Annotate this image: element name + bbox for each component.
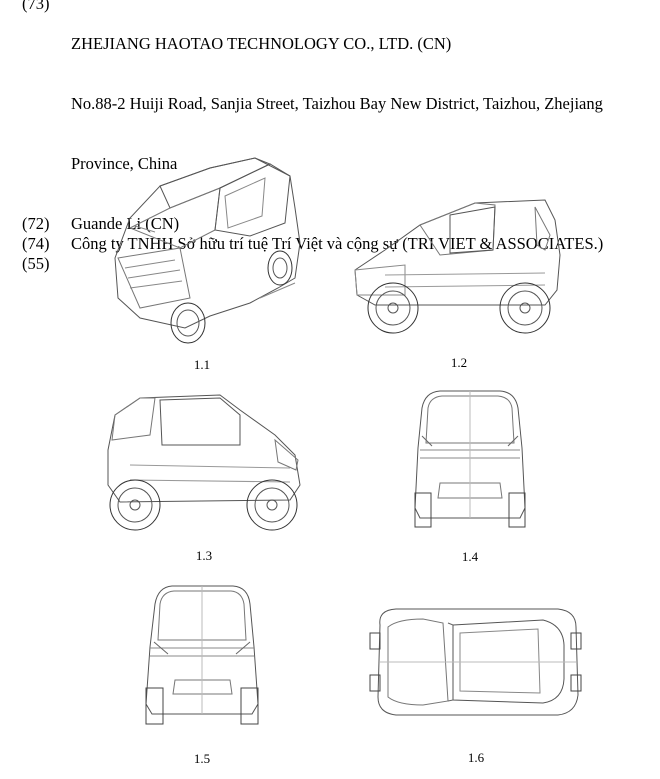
figure-caption: 1.4 xyxy=(461,549,479,564)
applicant-name: ZHEJIANG HAOTAO TECHNOLOGY CO., LTD. (CN… xyxy=(71,34,452,53)
field-code: (72) xyxy=(22,214,50,233)
figure-1-5-drawing xyxy=(140,582,265,732)
applicant-address-line: Province, China xyxy=(71,154,178,173)
figure-1-3-drawing xyxy=(100,390,305,535)
figure-caption: 1.5 xyxy=(193,751,211,766)
figure-caption: 1.6 xyxy=(467,750,485,765)
bibliographic-data: (73) ZHEJIANG HAOTAO TECHNOLOGY CO., LTD… xyxy=(22,0,652,274)
figure-caption: 1.1 xyxy=(193,357,211,372)
figure-caption: 1.3 xyxy=(195,548,213,563)
figure-1-6-drawing xyxy=(368,605,583,720)
field-55: (55) xyxy=(22,254,652,274)
field-73: (73) ZHEJIANG HAOTAO TECHNOLOGY CO., LTD… xyxy=(22,0,652,214)
field-code: (74) xyxy=(22,234,50,253)
figure-1-1-drawing xyxy=(100,148,305,348)
applicant-address-line: No.88-2 Huiji Road, Sanjia Street, Taizh… xyxy=(71,94,603,113)
figure-1-2-drawing xyxy=(345,195,570,340)
figure-1-4-drawing xyxy=(410,388,530,533)
field-code: (73) xyxy=(22,0,50,13)
agent-name: Công ty TNHH Sở hữu trí tuệ Trí Việt và … xyxy=(71,234,604,253)
field-74: (74) Công ty TNHH Sở hữu trí tuệ Trí Việ… xyxy=(22,234,652,254)
figure-caption: 1.2 xyxy=(450,355,468,370)
field-code: (55) xyxy=(22,254,50,273)
